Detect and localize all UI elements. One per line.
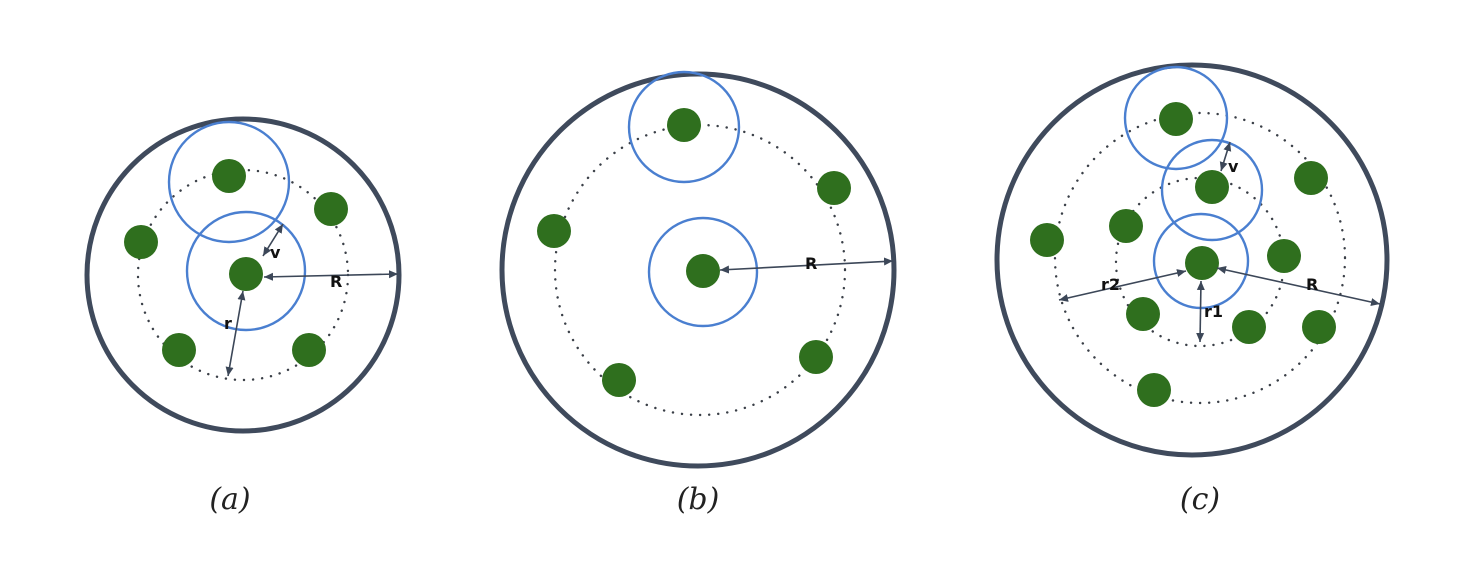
node	[817, 171, 851, 205]
node	[292, 333, 326, 367]
v-dimension-arrow	[262, 223, 284, 257]
label-v: v	[1228, 157, 1239, 176]
node	[667, 108, 701, 142]
panel-b: R (b)	[499, 70, 897, 517]
label-r: r	[224, 314, 232, 333]
node	[1294, 161, 1328, 195]
node	[1030, 223, 1064, 257]
label-v: v	[270, 243, 281, 262]
node	[1302, 310, 1336, 344]
node	[1267, 239, 1301, 273]
r-dimension-arrow	[225, 290, 246, 377]
node	[799, 340, 833, 374]
node	[124, 225, 158, 259]
range-circle-top	[1123, 65, 1229, 171]
range-circle-middle	[1160, 138, 1264, 242]
r2-dimension-arrow	[1058, 269, 1187, 302]
node	[1126, 297, 1160, 331]
caption-a: (a)	[209, 482, 250, 517]
node	[602, 363, 636, 397]
caption-c: (c)	[1180, 482, 1220, 517]
node	[212, 159, 246, 193]
range-circle-top	[167, 120, 291, 244]
R-dimension-arrow	[263, 270, 399, 281]
panel-a: v R r (a)	[84, 116, 402, 517]
range-circle-top	[627, 70, 741, 184]
node	[1137, 373, 1171, 407]
label-R: R	[330, 272, 342, 291]
outer-node-orbit	[1053, 111, 1347, 405]
node	[1232, 310, 1266, 344]
label-R: R	[805, 254, 817, 273]
boundary-circle	[994, 62, 1390, 458]
node-center	[229, 257, 263, 291]
node	[1109, 209, 1143, 243]
R-dimension-arrow	[1216, 266, 1381, 306]
panel-c: v R r1 r2 (c)	[994, 62, 1390, 517]
node-center	[686, 254, 720, 288]
label-r2: r2	[1101, 275, 1120, 294]
node-center	[1185, 246, 1219, 280]
boundary-circle	[84, 116, 402, 434]
label-r1: r1	[1204, 302, 1223, 321]
v-dimension-arrow	[1219, 141, 1232, 172]
node	[162, 333, 196, 367]
node	[537, 214, 571, 248]
node	[314, 192, 348, 226]
node	[1159, 102, 1193, 136]
r1-dimension-arrow	[1196, 280, 1205, 343]
R-dimension-arrow	[719, 257, 894, 274]
caption-b: (b)	[677, 482, 720, 517]
node	[1195, 170, 1229, 204]
label-R: R	[1306, 275, 1318, 294]
